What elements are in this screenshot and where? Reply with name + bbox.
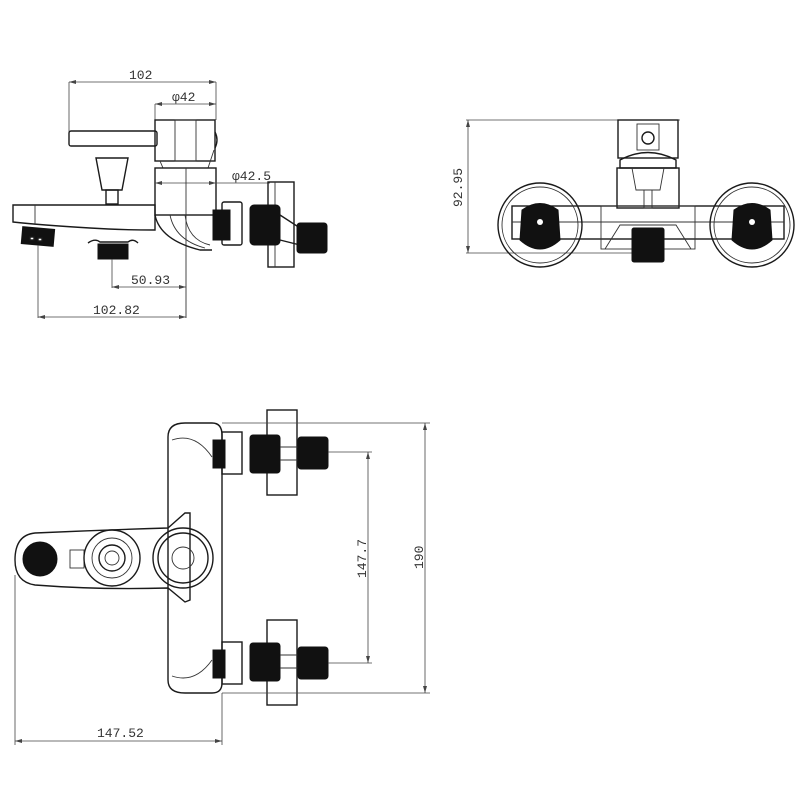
- dim-height: 92.95: [451, 167, 466, 207]
- top-view: [14, 409, 430, 745]
- dim-inlet-spacing: 147.7: [355, 538, 370, 578]
- front-view: [466, 119, 795, 268]
- dim-overall-width: 102: [129, 68, 153, 83]
- dim-outlet-offset: 50.93: [131, 273, 171, 288]
- side-view: [12, 80, 328, 319]
- dim-body-diameter: φ42.5: [232, 169, 272, 184]
- dim-projection: 147.52: [97, 726, 144, 741]
- dim-body-length: 190: [412, 545, 427, 569]
- dim-handle-diameter: φ42: [172, 90, 196, 105]
- dim-spout-length: 102.82: [93, 303, 140, 318]
